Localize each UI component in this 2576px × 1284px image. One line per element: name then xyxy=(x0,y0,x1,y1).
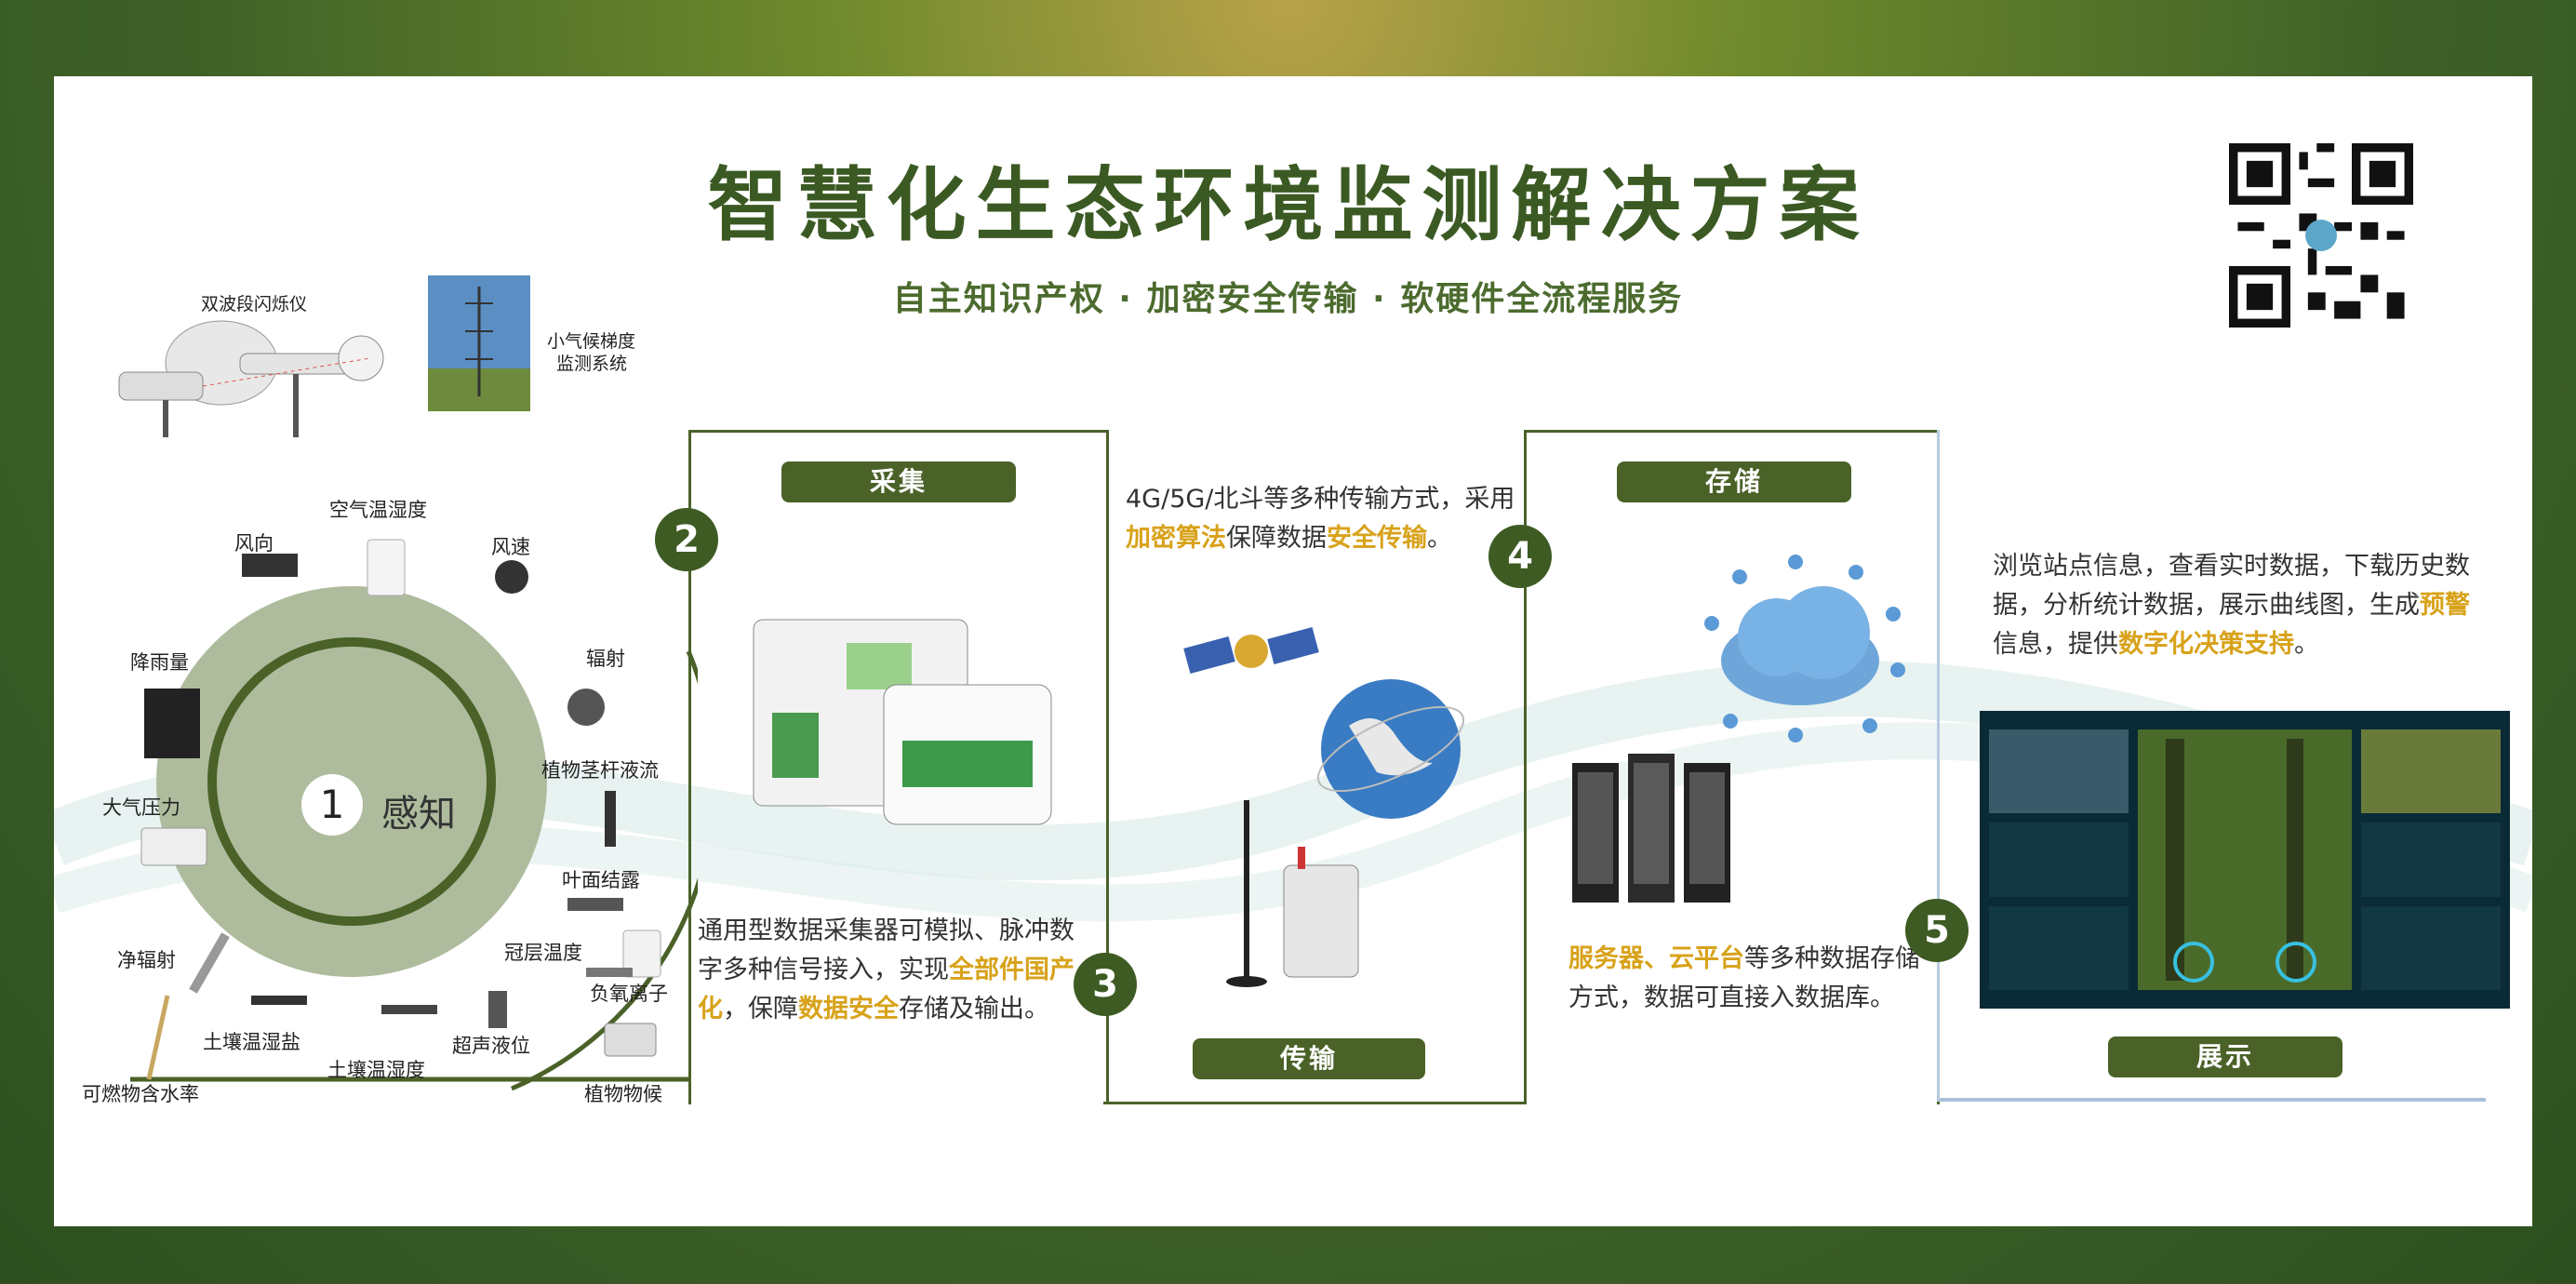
sensor-label: 冠层温度 xyxy=(504,942,582,964)
sensor-label: 负氧离子 xyxy=(590,983,668,1005)
sensor-label: 植物物候 xyxy=(584,1083,662,1105)
collect-number-badge-3: 3 xyxy=(1074,953,1137,1016)
sensor-label: 植物茎杆液流 xyxy=(541,759,659,782)
transmit-stage-button[interactable]: 传输 xyxy=(1193,1038,1425,1079)
sensor-label: 辐射 xyxy=(586,648,625,670)
sensing-label: 感知 xyxy=(381,793,456,836)
display-description: 浏览站点信息，查看实时数据，下载历史数据，分析统计数据，展示曲线图，生成预警信息… xyxy=(1993,552,2470,659)
satellite-icon xyxy=(1183,627,1319,674)
display-number-badge: 5 xyxy=(1905,899,1969,962)
transmit-box xyxy=(1103,430,1527,1104)
sensor-label: 大气压力 xyxy=(102,796,180,819)
antenna-icon xyxy=(1226,800,1359,987)
sensor-label: 叶面结露 xyxy=(562,869,640,891)
collect-box xyxy=(688,430,1109,1104)
gradient-system-label-2: 监测系统 xyxy=(556,354,628,374)
collect-number-badge: 2 xyxy=(655,508,718,571)
display-bottom-line xyxy=(1937,1098,2486,1102)
data-logger-icon xyxy=(753,619,1052,825)
sensor-label: 土壤温湿盐 xyxy=(203,1031,300,1053)
sensor-label: 净辐射 xyxy=(117,949,176,971)
globe-icon xyxy=(1316,679,1465,819)
page-subtitle: 自主知识产权 · 加密安全传输 · 软硬件全流程服务 xyxy=(892,280,1684,318)
collect-stage-button[interactable]: 采集 xyxy=(781,461,1016,502)
server-icon xyxy=(1572,754,1730,903)
dashboard-screenshot xyxy=(1980,711,2510,1009)
sensor-label: 土壤温湿度 xyxy=(327,1059,425,1081)
store-stage-button[interactable]: 存储 xyxy=(1617,461,1851,502)
display-left-line xyxy=(1937,430,1940,1102)
sensor-icons xyxy=(140,539,661,1080)
cloud-icon xyxy=(1704,555,1905,742)
gradient-tower-image xyxy=(428,275,530,411)
sensing-number-badge: 1 xyxy=(301,774,363,836)
sensor-label: 超声液位 xyxy=(452,1035,530,1057)
transmit-description: 4G/5G/北斗等多种传输方式，采用加密算法保障数据安全传输。 xyxy=(1126,485,1515,553)
gradient-system-label-1: 小气候梯度 xyxy=(547,331,636,352)
page-title: 智慧化生态环境监测解决方案 xyxy=(707,158,1869,252)
scintillometer-image xyxy=(118,320,384,437)
collect-description: 通用型数据采集器可模拟、脉冲数字多种信号接入，实现全部件国产化，保障数据安全存储… xyxy=(698,916,1074,1023)
qr-code-icon xyxy=(2229,143,2413,328)
display-stage-button[interactable]: 展示 xyxy=(2108,1037,2342,1077)
sensor-label: 空气温湿度 xyxy=(329,499,427,521)
store-number-badge: 4 xyxy=(1488,525,1552,588)
sensor-label: 风向 xyxy=(234,532,274,555)
scintillometer-label: 双波段闪烁仪 xyxy=(201,294,308,314)
store-description: 服务器、云平台等多种数据存储方式，数据可直接入数据库。 xyxy=(1568,944,1920,1012)
sensor-label: 可燃物含水率 xyxy=(82,1083,199,1105)
sensor-label: 风速 xyxy=(491,536,530,558)
sensor-label: 降雨量 xyxy=(130,651,189,674)
